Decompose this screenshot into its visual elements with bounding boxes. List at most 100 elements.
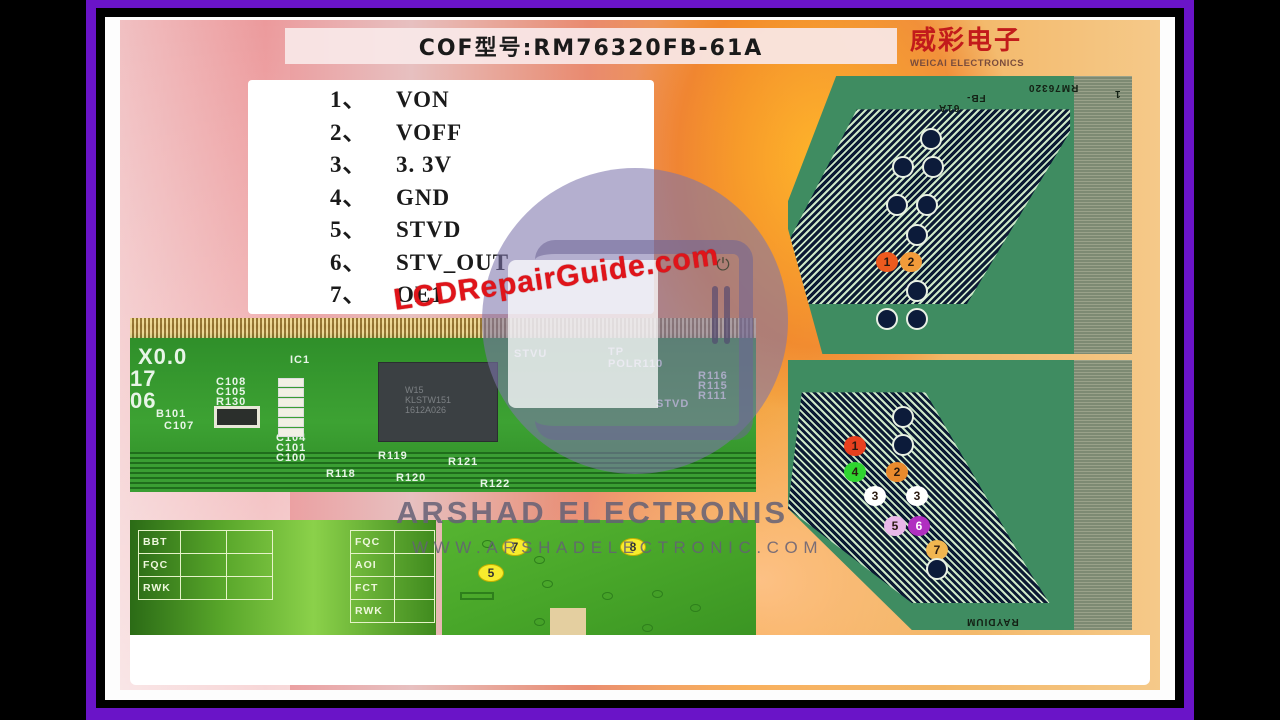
pcb-silk-label: C101 xyxy=(276,442,307,454)
grid-cell xyxy=(394,599,435,623)
channel-logo-screen xyxy=(508,260,658,408)
numbered-pad: 3 xyxy=(906,486,928,506)
pad-dot xyxy=(876,308,898,330)
ic-chip: W15 KLSTW151 1612A026 xyxy=(373,357,503,447)
grid-cell xyxy=(226,530,273,554)
pcb-silk-label: C108 xyxy=(216,376,247,388)
pin-row: 2、 VOFF xyxy=(330,117,654,150)
qc-grid-table: BBT FQC RWK xyxy=(138,530,273,600)
pad-dot xyxy=(906,224,928,246)
pin-label: 3. 3V xyxy=(396,152,453,177)
pin-number: 6、 xyxy=(330,249,367,275)
pin-label: STVD xyxy=(396,217,462,242)
power-icon: ⏻ xyxy=(716,255,730,274)
grid-cell xyxy=(180,576,227,600)
ferrite-bead xyxy=(214,406,260,428)
pad-dot xyxy=(886,194,908,216)
via-pad xyxy=(690,604,701,612)
brand-name-en: WEICAI ELECTRONICS xyxy=(910,58,1025,69)
pcb-silk-label: C105 xyxy=(216,386,247,398)
pin-row: 1、 VON xyxy=(330,84,654,117)
bottom-white-panel xyxy=(130,635,1150,685)
via-pad xyxy=(642,624,653,632)
pcb-silk-label: C107 xyxy=(164,420,195,432)
pin-number: 4、 xyxy=(330,184,367,210)
pin-number: 2、 xyxy=(330,119,367,145)
qc-grid-board-left: BBT FQC RWK FQC AOI FCT RWK xyxy=(130,520,436,635)
via-pad xyxy=(542,580,553,588)
numbered-pad: 4 xyxy=(844,462,866,482)
cof-model-banner: COF型号:RM76320FB-61A xyxy=(285,28,897,64)
chip-marking-line: 1612A026 xyxy=(405,405,447,415)
pad-dot xyxy=(892,156,914,178)
pcb-test-points-photo: 7 8 5 xyxy=(442,520,756,635)
pcb-silk-label: R121 xyxy=(448,456,479,468)
test-point-label: 8 xyxy=(620,538,646,556)
pin-label: OE1 xyxy=(396,282,444,307)
logo-bar xyxy=(712,286,718,344)
grid-cell: AOI xyxy=(350,553,395,577)
cof-marking: FB- xyxy=(966,92,986,103)
numbered-pad: 1 xyxy=(844,436,866,456)
channel-logo-tv-frame xyxy=(535,240,753,440)
grid-cell: BBT xyxy=(138,530,181,554)
pad-dot xyxy=(892,434,914,456)
grid-cell xyxy=(394,530,435,554)
arshad-electronics-watermark: ARSHAD ELECTRONIS xyxy=(396,495,789,530)
grid-cell xyxy=(180,553,227,577)
pin-label: VON xyxy=(396,87,450,112)
smd-footprint xyxy=(460,592,494,600)
pcb-silk-label: 06 xyxy=(130,388,157,413)
smd-component xyxy=(278,378,304,387)
smd-component xyxy=(278,388,304,397)
smd-component xyxy=(278,418,304,427)
pin-row: 4、GND xyxy=(330,182,654,215)
pad-dot xyxy=(920,128,942,150)
pin-row: 7、 OE1 xyxy=(330,279,654,312)
grid-cell xyxy=(394,576,435,600)
test-point-label: 5 xyxy=(478,564,504,582)
pcb-silk-label: 17 xyxy=(130,366,157,391)
cof-edge-leads xyxy=(1074,360,1132,630)
pin-number: 7、 xyxy=(330,282,367,307)
pad-dot xyxy=(906,308,928,330)
pin-number: 1、 xyxy=(330,87,367,112)
pin-row: 5、 STVD xyxy=(330,214,654,247)
pin-number: 5、 xyxy=(330,217,367,242)
pad-dot xyxy=(892,406,914,428)
numbered-pad: 5 xyxy=(884,516,906,536)
pad-dot xyxy=(916,194,938,216)
cof-marking: 1 xyxy=(1114,88,1121,99)
smd-component xyxy=(278,398,304,407)
via-pad xyxy=(602,592,613,600)
chip-marking-line: W15 xyxy=(405,385,424,395)
pcb-silk-label: R130 xyxy=(216,396,247,408)
pcb-silk-label: C100 xyxy=(276,452,307,464)
grid-cell: FCT xyxy=(350,576,395,600)
numbered-pad: 1 xyxy=(876,252,898,272)
brand-name-cn: 威彩电子 xyxy=(910,26,1023,56)
chip-marking-line: KLSTW151 xyxy=(405,395,452,405)
pad-dot xyxy=(926,558,948,580)
cof-marking: RM76320 xyxy=(1028,82,1079,93)
cof-marking: 61A xyxy=(938,102,960,113)
brand-logo: 威彩电子 WEICAI ELECTRONICS xyxy=(910,26,1110,76)
pin-row: 3、3. 3V xyxy=(330,149,654,182)
pad-dot xyxy=(906,280,928,302)
pcb-silk-label: R118 xyxy=(326,468,356,480)
cof-film-top: RM76320 FB- 61A 1 1 2 xyxy=(788,76,1132,354)
via-pad xyxy=(652,590,663,598)
test-point-label: 7 xyxy=(502,538,528,556)
pcb-silk-label: IC1 xyxy=(290,354,311,366)
pcb-silk-label: R122 xyxy=(480,478,511,490)
pcb-silk-label: B101 xyxy=(156,408,187,420)
numbered-pad: 6 xyxy=(908,516,930,536)
smd-component xyxy=(278,408,304,417)
grid-cell: RWK xyxy=(138,576,181,600)
smd-component xyxy=(278,428,304,437)
pcb-silk-label: X0.0 xyxy=(138,344,188,369)
pcb-silk-label: R120 xyxy=(396,472,427,484)
numbered-pad: 7 xyxy=(926,540,948,560)
pin-label: VOFF xyxy=(396,119,463,145)
cof-film-bottom: RAYDIUM 1 4 2 3 3 5 6 7 xyxy=(788,360,1132,630)
